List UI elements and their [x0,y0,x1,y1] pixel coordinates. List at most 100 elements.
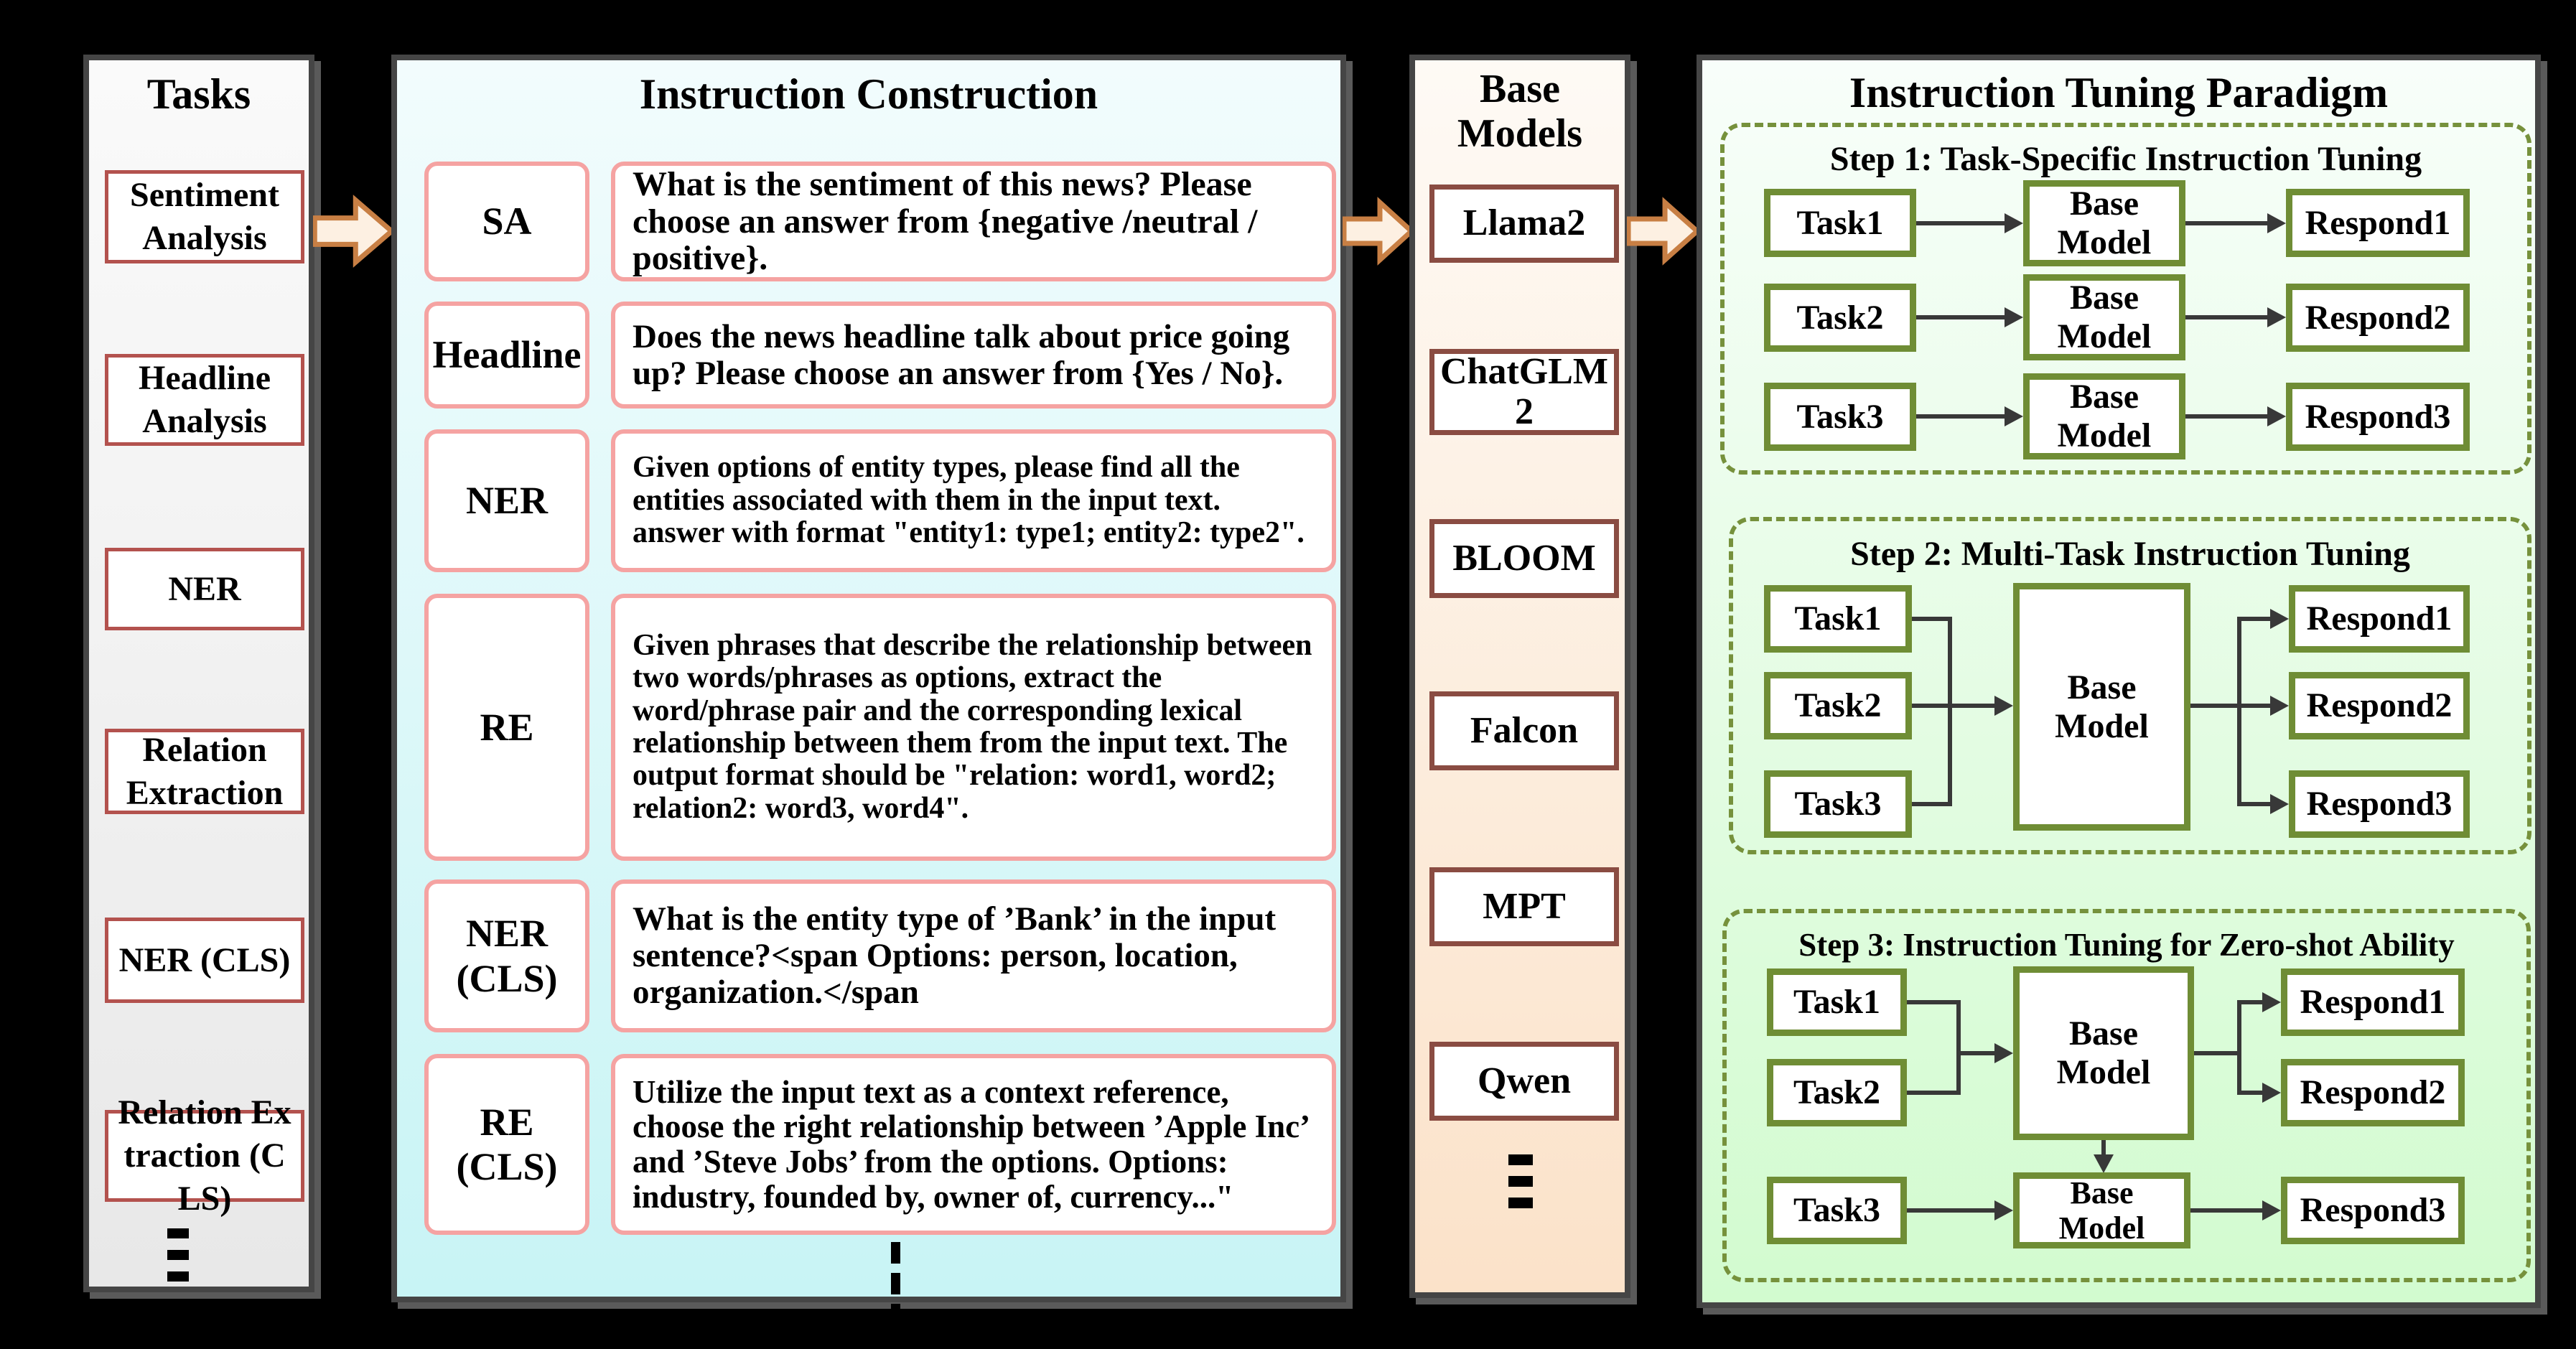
task-item-ner: NER [105,548,304,630]
instruction-construction-panel: Instruction Construction SA What is the … [391,55,1346,1325]
step3-respond3-box: Respond3 [2281,1177,2465,1244]
instruction-text-sa: What is the sentiment of this news? Plea… [611,162,1336,281]
arrowhead-icon [2270,609,2289,629]
step2-container [1729,517,2531,854]
connector-line [2239,1000,2262,1004]
task-item-ner-cls: NER (CLS) [105,918,304,1003]
arrowhead-icon [1994,696,2013,716]
step3-base-model-bottom-box: Base Model [2013,1172,2190,1248]
task-item-sentiment-analysis: Sentiment Analysis [105,170,304,263]
instruction-label-ner-cls: NER (CLS) [424,879,589,1032]
connector-line [1948,617,1952,806]
arrowhead-icon [2005,213,2023,233]
flow-arrow-icon [313,192,395,270]
connector-line [1956,1051,1994,1055]
connector-line [1912,617,1952,621]
arrowhead-icon [1994,1200,2013,1220]
model-item-llama2: Llama2 [1429,185,1619,263]
connector-line [1916,414,2005,419]
connector-line [2239,802,2270,806]
arrowhead-icon [2094,1154,2114,1173]
arrowhead-icon [2270,794,2289,814]
model-item-mpt: MPT [1429,867,1619,946]
instruction-label-ner: NER [424,429,589,572]
arrowhead-icon [2270,696,2289,716]
step3-respond1-box: Respond1 [2281,968,2465,1036]
connector-line [2185,414,2267,419]
arrowhead-icon [2005,406,2023,426]
connector-line [2185,221,2267,225]
model-item-bloom: BLOOM [1429,519,1619,598]
step3-task2-box: Task2 [1767,1059,1907,1126]
arrowhead-icon [2262,992,2281,1012]
connector-line [1907,1000,1961,1004]
connector-line [1907,1091,1961,1095]
arrowhead-icon [2262,1200,2281,1220]
instruction-panel-title: Instruction Construction [639,70,1098,118]
models-panel-title: Base Models [1457,67,1583,156]
connector-line [2237,1000,2241,1095]
step2-base-model-box: Base Model [2013,583,2190,831]
step3-base-model-top-box: Base Model [2013,966,2194,1140]
model-item-qwen: Qwen [1429,1042,1619,1121]
connector-line [2190,1208,2262,1213]
connector-line [1912,704,1994,708]
instruction-label-re: RE [424,594,589,861]
connector-line [2237,617,2241,806]
connector-line [1916,315,2005,319]
vertical-ellipsis-icon [167,1228,189,1282]
step1-task3-box: Task3 [1764,383,1916,451]
instruction-tuning-paradigm-panel: Instruction Tuning Paradigm Step 1: Task… [1697,55,2541,1308]
step2-task3-box: Task3 [1764,770,1912,838]
instruction-label-headline: Headline [424,302,589,409]
connector-line [2101,1140,2106,1156]
connector-line [1916,221,2005,225]
instruction-text-ner: Given options of entity types, please fi… [611,429,1336,572]
arrowhead-icon [2262,1083,2281,1103]
tasks-panel-title: Tasks [146,70,251,118]
instruction-text-headline: Does the news headline talk about price … [611,302,1336,409]
connector-line [1907,1208,1994,1213]
connector-line [1912,802,1952,806]
flow-arrow-icon [1627,195,1700,267]
arrowhead-icon [2267,213,2286,233]
arrowhead-icon [2267,307,2286,327]
step3-container [1722,909,2531,1282]
step1-task2-box: Task2 [1764,284,1916,352]
instruction-text-ner-cls: What is the entity type of ’Bank’ in the… [611,879,1336,1032]
model-item-falcon: Falcon [1429,691,1619,770]
connector-line [2239,617,2270,621]
arrowhead-icon [1994,1043,2013,1063]
model-item-chatglm2: ChatGLM2 [1429,349,1619,435]
step2-respond2-box: Respond2 [2289,672,2470,739]
step3-title: Step 3: Instruction Tuning for Zero-shot… [1798,927,2455,963]
step2-respond3-box: Respond3 [2289,770,2470,838]
step3-task1-box: Task1 [1767,968,1907,1036]
tasks-panel: Tasks Sentiment Analysis Headline Analys… [83,55,314,1292]
step1-respond3-box: Respond3 [2286,383,2470,451]
instruction-label-re-cls: RE (CLS) [424,1054,589,1235]
step1-respond1-box: Respond1 [2286,189,2470,257]
connector-line [2190,704,2270,708]
step3-task3-box: Task3 [1767,1177,1907,1244]
step1-task1-box: Task1 [1764,189,1916,257]
task-item-headline-analysis: Headline Analysis [105,354,304,446]
step2-task1-box: Task1 [1764,585,1912,653]
step1-container [1720,123,2531,475]
instruction-text-re-cls: Utilize the input text as a context refe… [611,1054,1336,1235]
connector-line [2239,1091,2262,1095]
arrowhead-icon [2267,406,2286,426]
connector-line [2185,315,2267,319]
task-item-relation-extraction: Relation Extraction [105,729,304,814]
step1-base-model1-box: Base Model [2023,180,2185,266]
step1-respond2-box: Respond2 [2286,284,2470,352]
arrowhead-icon [2005,307,2023,327]
vertical-ellipsis-icon [1508,1154,1533,1208]
step1-base-model2-box: Base Model [2023,274,2185,360]
step2-task2-box: Task2 [1764,672,1912,739]
flow-arrow-icon [1343,195,1414,267]
connector-line [2194,1051,2239,1055]
instruction-label-sa: SA [424,162,589,281]
task-item-relation-extraction-cls: Relation Extraction (CLS) [105,1093,304,1218]
